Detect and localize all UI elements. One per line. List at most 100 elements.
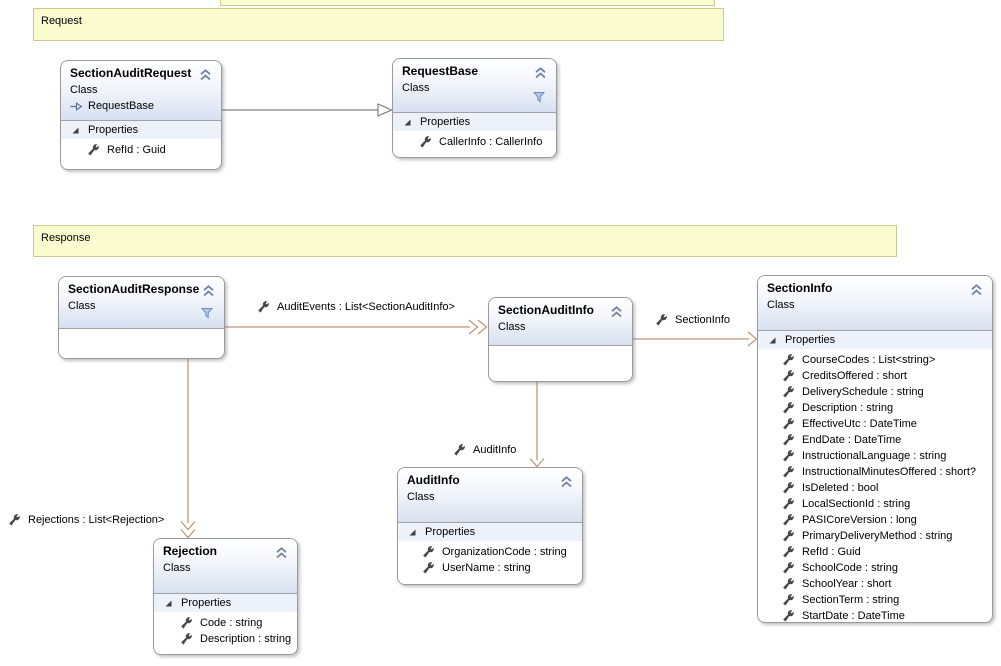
class-kind: Class	[68, 300, 96, 312]
property-label: InstructionalMinutesOffered : short?	[802, 466, 977, 478]
property-row[interactable]: SchoolCode : string	[758, 560, 992, 576]
properties-compartment: Properties	[61, 121, 221, 139]
expander-icon[interactable]	[71, 126, 80, 135]
property-row[interactable]: StartDate : DateTime	[758, 608, 992, 622]
class-kind: Class	[163, 562, 191, 574]
wrench-icon	[783, 450, 794, 462]
class-box-section-audit-info[interactable]: SectionAuditInfo Class	[488, 297, 633, 382]
association-audit-events[interactable]	[225, 319, 488, 335]
property-row[interactable]: UserName : string	[398, 560, 582, 576]
wrench-icon	[423, 546, 434, 558]
class-box-section-audit-response[interactable]: SectionAuditResponse Class	[58, 276, 225, 359]
wrench-icon	[181, 617, 192, 629]
association-label-rejections[interactable]: Rejections : List<Rejection>	[8, 514, 164, 526]
wrench-icon	[88, 144, 99, 156]
properties-compartment: Properties	[398, 523, 582, 541]
property-row[interactable]: SectionTerm : string	[758, 592, 992, 608]
property-row[interactable]: Description : string	[154, 631, 297, 647]
base-type-label: RequestBase	[88, 100, 155, 112]
property-row[interactable]: DeliverySchedule : string	[758, 384, 992, 400]
members-list: CallerInfo : CallerInfo	[393, 131, 556, 157]
wrench-icon	[783, 402, 794, 414]
collapse-chevron-icon[interactable]	[202, 284, 215, 302]
wrench-icon	[783, 498, 794, 510]
collapse-chevron-icon[interactable]	[610, 305, 623, 323]
wrench-icon	[783, 466, 794, 478]
class-box-request-base[interactable]: RequestBase Class Properties CallerInfo …	[392, 58, 557, 158]
class-kind: Class	[407, 491, 435, 503]
wrench-icon	[423, 562, 434, 574]
association-label-audit-events[interactable]: AuditEvents : List<SectionAuditInfo>	[257, 301, 455, 313]
property-row[interactable]: EndDate : DateTime	[758, 432, 992, 448]
class-box-audit-info[interactable]: AuditInfo Class Properties OrganizationC…	[397, 467, 583, 585]
association-section-info[interactable]	[633, 331, 758, 347]
property-row[interactable]: PrimaryDeliveryMethod : string	[758, 528, 992, 544]
property-label: SchoolYear : short	[802, 578, 892, 590]
association-label-text: SectionInfo	[675, 314, 731, 326]
collapse-chevron-icon[interactable]	[199, 68, 212, 86]
property-label: Description : string	[802, 402, 894, 414]
filter-funnel-icon[interactable]	[200, 306, 214, 324]
association-label-section-info[interactable]: SectionInfo	[655, 314, 730, 326]
expander-icon[interactable]	[408, 528, 417, 537]
filter-funnel-icon[interactable]	[532, 90, 546, 108]
property-label: Code : string	[200, 617, 263, 629]
property-row[interactable]: CreditsOffered : short	[758, 368, 992, 384]
wrench-icon	[783, 546, 794, 558]
property-row[interactable]: Code : string	[154, 615, 297, 631]
comment-request[interactable]: Request	[33, 8, 724, 41]
property-label: InstructionalLanguage : string	[802, 450, 947, 462]
members-list: CourseCodes : List<string> CreditsOffere…	[758, 349, 992, 622]
class-box-rejection[interactable]: Rejection Class Properties Code : string…	[153, 538, 298, 655]
property-row[interactable]: InstructionalLanguage : string	[758, 448, 992, 464]
expander-icon[interactable]	[403, 118, 412, 127]
collapse-chevron-icon[interactable]	[534, 66, 547, 84]
property-label: Description : string	[200, 633, 292, 645]
comment-response[interactable]: Response	[33, 225, 897, 257]
expander-icon[interactable]	[164, 599, 173, 608]
wrench-icon	[783, 370, 794, 382]
compartment-label: Properties	[425, 526, 476, 538]
association-label-audit-info[interactable]: AuditInfo	[453, 444, 516, 456]
property-row[interactable]: RefId : Guid	[61, 142, 221, 158]
comment-response-label: Response	[41, 232, 91, 244]
property-label: EndDate : DateTime	[802, 434, 902, 446]
compartment-label: Properties	[785, 334, 836, 346]
property-row[interactable]: CallerInfo : CallerInfo	[393, 134, 556, 150]
comment-clipped-top[interactable]	[220, 0, 715, 6]
wrench-icon	[783, 434, 794, 446]
expander-icon[interactable]	[768, 336, 777, 345]
property-row[interactable]: EffectiveUtc : DateTime	[758, 416, 992, 432]
collapse-chevron-icon[interactable]	[275, 546, 288, 564]
property-label: SchoolCode : string	[802, 562, 898, 574]
inheritance-arrow-requestbase[interactable]	[222, 103, 393, 117]
property-row[interactable]: SchoolYear : short	[758, 576, 992, 592]
association-audit-info[interactable]	[529, 382, 545, 468]
property-row[interactable]: CourseCodes : List<string>	[758, 352, 992, 368]
property-label: StartDate : DateTime	[802, 610, 905, 622]
class-title: AuditInfo	[407, 473, 460, 487]
compartment-label: Properties	[181, 597, 232, 609]
collapse-chevron-icon[interactable]	[970, 283, 983, 301]
association-rejections[interactable]	[180, 359, 196, 539]
property-row[interactable]: IsDeleted : bool	[758, 480, 992, 496]
properties-compartment: Properties	[393, 113, 556, 131]
class-title: SectionInfo	[767, 281, 833, 295]
base-type-row[interactable]: RequestBase	[70, 99, 213, 113]
wrench-icon	[783, 482, 794, 494]
class-title: Rejection	[163, 544, 218, 558]
wrench-icon	[181, 633, 192, 645]
class-box-section-audit-request[interactable]: SectionAuditRequest Class RequestBase Pr…	[60, 60, 222, 170]
property-label: EffectiveUtc : DateTime	[802, 418, 917, 430]
property-label: LocalSectionId : string	[802, 498, 911, 510]
class-header: Rejection Class	[154, 539, 297, 594]
property-row[interactable]: OrganizationCode : string	[398, 544, 582, 560]
property-row[interactable]: InstructionalMinutesOffered : short?	[758, 464, 992, 480]
property-row[interactable]: Description : string	[758, 400, 992, 416]
class-box-section-info[interactable]: SectionInfo Class Properties CourseCodes…	[757, 275, 993, 623]
collapse-chevron-icon[interactable]	[560, 475, 573, 493]
property-row[interactable]: LocalSectionId : string	[758, 496, 992, 512]
property-row[interactable]: PASICoreVersion : long	[758, 512, 992, 528]
property-row[interactable]: RefId : Guid	[758, 544, 992, 560]
class-title: RequestBase	[402, 64, 479, 78]
